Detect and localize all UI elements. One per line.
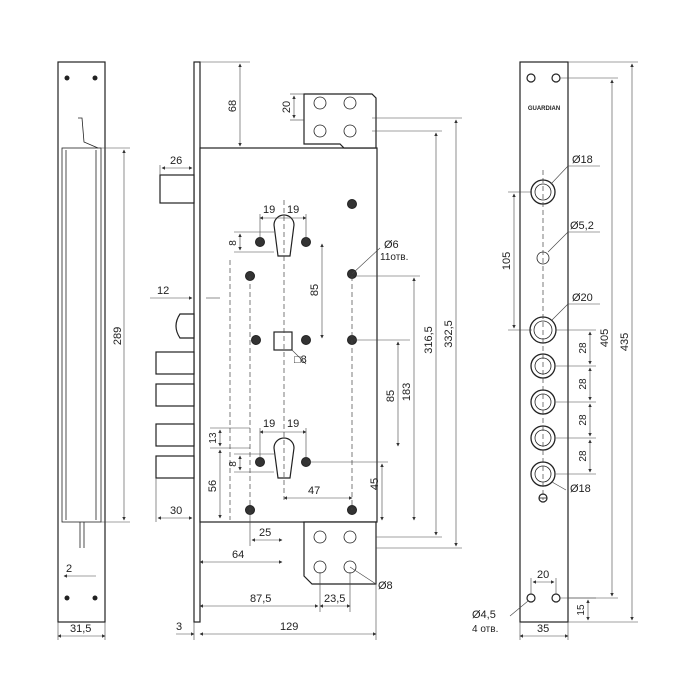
- hole-4-5-label: Ø4,5: [472, 609, 496, 621]
- screw-icon: [64, 595, 70, 601]
- dim-20-top: 20: [281, 101, 293, 113]
- screw-icon: [526, 593, 536, 603]
- bolt-3: [155, 423, 195, 447]
- faceplate-strip: [519, 61, 569, 623]
- bottom-bracket: [303, 521, 377, 585]
- dim-47: 47: [308, 485, 320, 497]
- brand-label: GUARDIAN: [528, 106, 560, 112]
- screw-icon: [551, 593, 561, 603]
- dim-68: 68: [227, 100, 239, 112]
- hole-icon: [343, 124, 357, 138]
- side-view: 289 2 31,5: [57, 61, 130, 640]
- dim-23-5: 23,5: [324, 593, 345, 605]
- dim-20-faceplate: 20: [537, 569, 549, 581]
- dim-26: 26: [170, 155, 182, 167]
- front-view: 68 20 26 12 30 19 19 8 85 Ø6 11отв: [150, 61, 462, 640]
- dim-28-b: 28: [578, 378, 589, 390]
- screw-icon: [64, 75, 70, 81]
- dim-45: 45: [369, 478, 381, 490]
- hole-20-label: Ø20: [572, 292, 593, 304]
- hole-18-top-label: Ø18: [572, 154, 593, 166]
- screw-icon: [526, 73, 536, 83]
- dim-8-a: 8: [228, 240, 239, 246]
- screw-icon: [92, 595, 98, 601]
- dim-31-5: 31,5: [70, 623, 91, 635]
- faceplate-view: GUARDIAN Ø18 Ø5,2 Ø20 Ø18 105: [472, 61, 638, 640]
- dim-8-b: 8: [228, 461, 239, 467]
- hole-icon: [313, 124, 327, 138]
- dim-25: 25: [259, 527, 271, 539]
- hole-4-5-count: 4 отв.: [472, 624, 498, 635]
- top-bracket: [303, 93, 377, 149]
- dim-2: 2: [66, 563, 72, 575]
- screw-icon: [551, 73, 561, 83]
- spindle-label: □8: [294, 354, 307, 366]
- hole-icon: [313, 530, 327, 544]
- hole-5-2-label: Ø5,2: [570, 220, 594, 232]
- dim-3: 3: [176, 621, 182, 633]
- hole-icon: [343, 96, 357, 110]
- bolt-4: [155, 455, 195, 479]
- dim-405: 405: [599, 329, 611, 347]
- dim-28-a: 28: [578, 342, 589, 354]
- hole-icon: [343, 530, 357, 544]
- dim-316-5: 316,5: [423, 326, 435, 354]
- dim-435: 435: [619, 333, 631, 351]
- dim-19-b: 19: [287, 204, 299, 216]
- dim-129: 129: [280, 621, 298, 633]
- side-plate: [57, 61, 106, 623]
- holes-diameter-label: Ø6: [384, 239, 399, 251]
- dim-64: 64: [232, 549, 244, 561]
- dim-87-5: 87,5: [250, 593, 271, 605]
- dim-183: 183: [401, 383, 413, 401]
- dim-332-5: 332,5: [443, 320, 455, 348]
- side-body: [61, 147, 102, 523]
- hole-o8-label: Ø8: [378, 580, 393, 592]
- hole-icon: [347, 199, 357, 209]
- bolt-1: [155, 351, 195, 375]
- dim-28-d: 28: [578, 450, 589, 462]
- dim-105: 105: [501, 252, 513, 270]
- hole-icon: [251, 335, 261, 345]
- front-faceplate: [193, 61, 201, 623]
- dim-289: 289: [112, 327, 124, 345]
- dim-30: 30: [170, 505, 182, 517]
- hole-icon: [301, 335, 311, 345]
- holes-count-label: 11отв.: [380, 252, 408, 263]
- dim-19-c: 19: [263, 418, 275, 430]
- upper-bolt: [159, 174, 195, 204]
- dim-19-a: 19: [263, 204, 275, 216]
- dim-56: 56: [207, 480, 219, 492]
- dim-35: 35: [537, 623, 549, 635]
- screw-icon: [92, 75, 98, 81]
- dim-13: 13: [208, 432, 219, 444]
- hole-icon: [255, 457, 265, 467]
- spindle-square: [273, 331, 293, 351]
- dim-15: 15: [576, 604, 587, 616]
- dim-12: 12: [157, 285, 169, 297]
- dim-85-b: 85: [385, 390, 397, 402]
- dim-19-d: 19: [287, 418, 299, 430]
- hole-18-bottom-label: Ø18: [570, 483, 591, 495]
- dim-85-a: 85: [309, 284, 321, 296]
- hole-icon: [313, 96, 327, 110]
- bolt-2: [155, 383, 195, 407]
- side-hook: [78, 117, 99, 149]
- latch-bolt: [175, 313, 195, 339]
- dim-28-c: 28: [578, 414, 589, 426]
